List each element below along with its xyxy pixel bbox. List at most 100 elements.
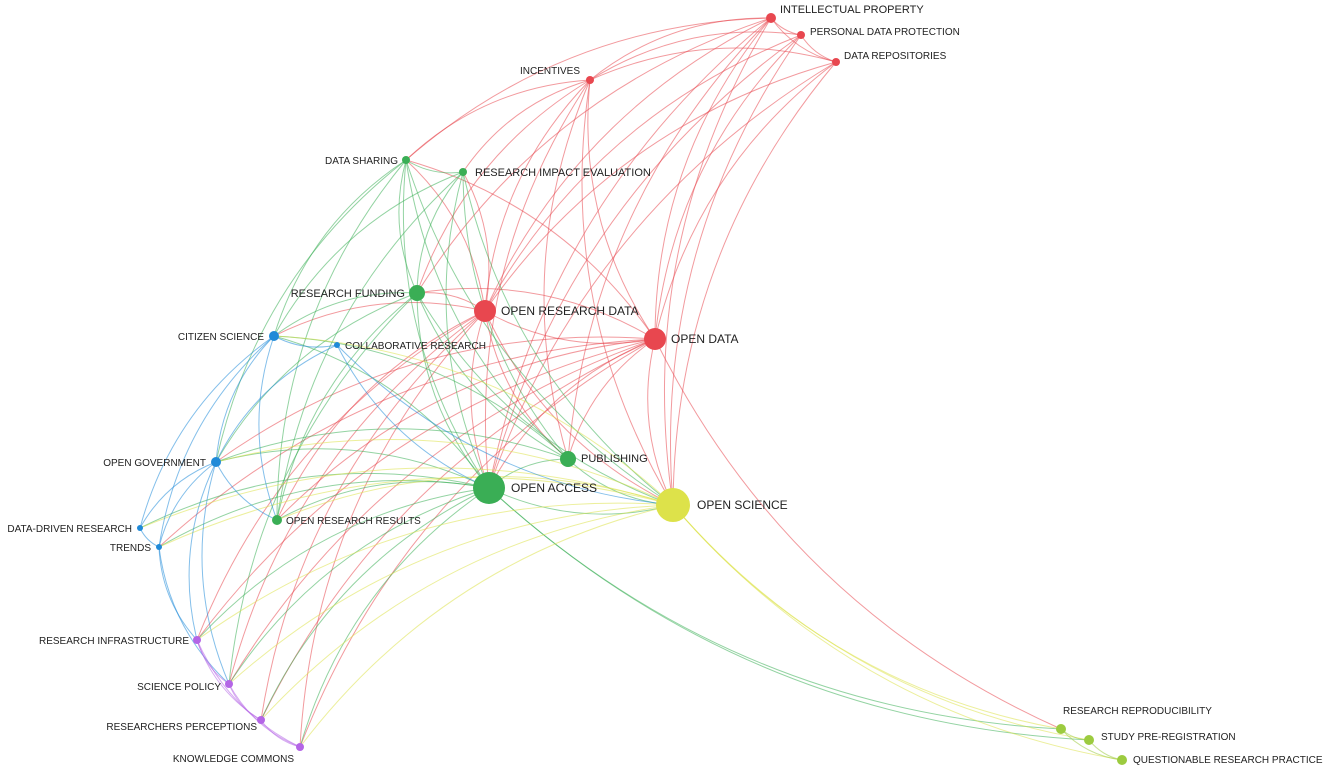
node-collaborative-research[interactable] <box>334 342 340 348</box>
node-data-driven-research[interactable] <box>137 525 143 531</box>
label-open-data: OPEN DATA <box>671 332 739 346</box>
node-science-policy[interactable] <box>225 680 233 688</box>
edge-open-government--science-policy <box>201 461 230 685</box>
edge-intellectual-property--open-science <box>663 17 772 506</box>
node-data-sharing[interactable] <box>402 156 410 164</box>
edge-open-access--open-science <box>488 487 674 515</box>
edge-research-impact-evaluation--open-research-results <box>276 171 464 521</box>
edge-open-research-data--knowledge-commons <box>299 310 486 748</box>
edge-data-sharing--research-impact-evaluation <box>405 159 464 174</box>
edge-science-policy--researchers-perceptions <box>228 683 262 721</box>
label-research-funding: RESEARCH FUNDING <box>291 288 405 300</box>
node-research-impact-evaluation[interactable] <box>459 168 467 176</box>
node-research-infrastructure[interactable] <box>193 636 201 644</box>
edge-research-impact-evaluation--open-access <box>445 171 490 489</box>
edges-layer <box>139 17 1123 761</box>
node-citizen-science[interactable] <box>269 331 279 341</box>
edge-incentives--open-research-data <box>484 79 591 312</box>
edge-personal-data-protection--open-data <box>654 34 802 340</box>
node-open-government[interactable] <box>211 457 221 467</box>
edge-open-research-data--science-policy <box>228 310 486 685</box>
edge-incentives--open-science <box>581 79 674 506</box>
edge-data-repositories--incentives <box>589 47 837 81</box>
edge-open-government--data-driven-research <box>139 461 217 529</box>
edge-researchers-perceptions--knowledge-commons <box>260 719 301 748</box>
edge-open-research-data--open-data <box>484 310 656 344</box>
label-research-impact-evaluation: RESEARCH IMPACT EVALUATION <box>475 167 651 179</box>
edge-open-science--research-reproducibility <box>672 504 1062 730</box>
label-open-research-results: OPEN RESEARCH RESULTS <box>286 516 421 527</box>
node-open-data[interactable] <box>644 328 666 350</box>
label-researchers-perceptions: RESEARCHERS PERCEPTIONS <box>106 722 257 733</box>
edge-intellectual-property--open-access <box>488 17 772 489</box>
edge-personal-data-protection--incentives <box>589 31 802 81</box>
label-research-reproducibility: RESEARCH REPRODUCIBILITY <box>1063 706 1212 717</box>
edge-research-impact-evaluation--research-funding <box>416 171 464 294</box>
node-questionable-research-practice[interactable] <box>1117 755 1127 765</box>
edge-intellectual-property--open-research-data <box>484 17 772 312</box>
node-research-reproducibility[interactable] <box>1056 724 1066 734</box>
label-research-infrastructure: RESEARCH INFRASTRUCTURE <box>39 636 189 647</box>
edge-open-data--research-funding <box>416 287 656 340</box>
node-open-science[interactable] <box>656 488 690 522</box>
edge-research-funding--open-government <box>215 292 418 463</box>
edge-research-infrastructure--knowledge-commons <box>196 639 301 748</box>
edge-intellectual-property--publishing <box>567 17 772 460</box>
edge-research-impact-evaluation--citizen-science <box>273 171 464 337</box>
node-research-funding[interactable] <box>409 285 425 301</box>
node-intellectual-property[interactable] <box>766 13 776 23</box>
edge-data-sharing--open-science <box>405 159 674 506</box>
node-publishing[interactable] <box>560 451 576 467</box>
edge-open-research-data--research-impact-evaluation <box>462 171 490 312</box>
edge-research-reproducibility--questionable-research-practice <box>1060 728 1123 761</box>
edge-incentives--data-sharing <box>405 79 591 161</box>
edge-open-science--trends <box>158 476 674 548</box>
label-personal-data-protection: PERSONAL DATA PROTECTION <box>810 27 960 38</box>
edge-publishing--open-government <box>215 428 569 463</box>
edge-personal-data-protection--open-science <box>670 34 802 506</box>
edge-open-science--study-pre-registration <box>672 504 1090 741</box>
node-researchers-perceptions[interactable] <box>257 716 265 724</box>
node-knowledge-commons[interactable] <box>296 743 304 751</box>
edge-open-access--knowledge-commons <box>299 487 490 748</box>
label-data-repositories: DATA REPOSITORIES <box>844 51 947 62</box>
edge-open-science--researchers-perceptions <box>260 504 674 721</box>
edge-data-sharing--publishing <box>405 159 569 460</box>
node-trends[interactable] <box>156 544 162 550</box>
edge-data-sharing--open-government <box>215 159 407 463</box>
node-open-access[interactable] <box>473 472 505 504</box>
edge-data-sharing--open-research-results <box>276 159 407 521</box>
edge-incentives--research-impact-evaluation <box>462 79 591 173</box>
edge-collaborative-research--open-access <box>336 344 490 489</box>
edge-data-repositories--open-access <box>488 61 837 489</box>
nodes-layer <box>137 13 1127 765</box>
edge-open-access--open-government <box>215 448 490 489</box>
edge-data-repositories--open-science <box>672 61 837 506</box>
edge-data-sharing--citizen-science <box>273 159 407 337</box>
edge-trends--research-infrastructure <box>158 546 198 641</box>
edge-citizen-science--open-research-results <box>258 335 278 521</box>
edge-open-data--trends <box>158 338 656 548</box>
edge-open-data--research-reproducibility <box>654 338 1062 730</box>
node-open-research-results[interactable] <box>272 515 282 525</box>
edge-open-access--trends <box>158 479 490 548</box>
edge-incentives--open-access <box>484 79 591 489</box>
edge-research-impact-evaluation--publishing <box>462 171 569 460</box>
edge-open-data--open-science <box>647 338 674 506</box>
label-open-access: OPEN ACCESS <box>511 481 597 495</box>
label-knowledge-commons: KNOWLEDGE COMMONS <box>173 754 294 765</box>
label-publishing: PUBLISHING <box>581 453 648 465</box>
label-data-sharing: DATA SHARING <box>325 156 398 167</box>
node-data-repositories[interactable] <box>832 58 840 66</box>
edge-citizen-science--collaborative-research <box>273 335 338 348</box>
edge-open-government--research-infrastructure <box>188 461 217 641</box>
label-incentives: INCENTIVES <box>520 66 580 77</box>
edge-open-science--questionable-research-practice <box>672 504 1123 761</box>
node-personal-data-protection[interactable] <box>797 31 805 39</box>
label-open-government: OPEN GOVERNMENT <box>103 458 206 469</box>
node-incentives[interactable] <box>586 76 594 84</box>
label-data-driven-research: DATA-DRIVEN RESEARCH <box>7 524 132 535</box>
node-open-research-data[interactable] <box>474 300 496 322</box>
node-study-pre-registration[interactable] <box>1084 735 1094 745</box>
